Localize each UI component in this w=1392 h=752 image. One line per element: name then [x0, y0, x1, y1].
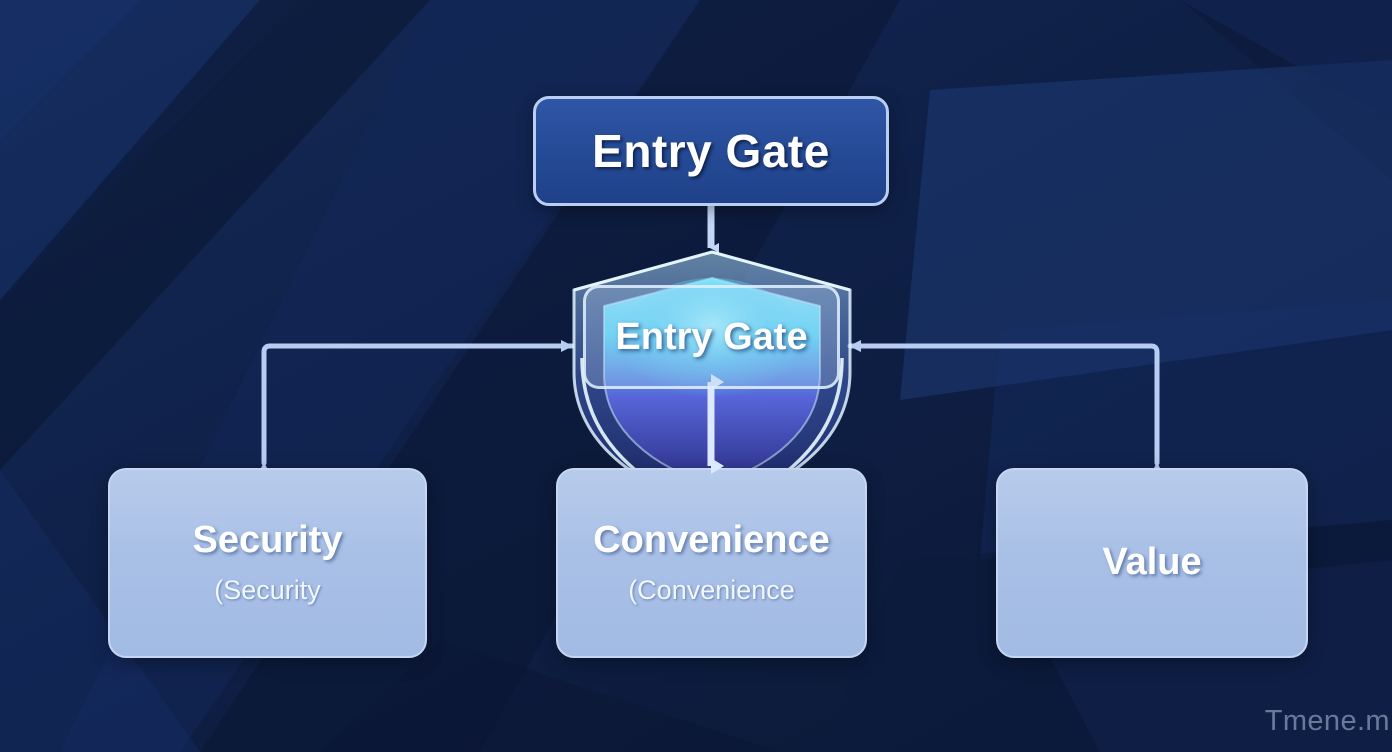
node-convenience[interactable]: Convenience (Convenience: [556, 468, 867, 658]
node-entry-gate-center[interactable]: Entry Gate: [583, 285, 840, 389]
node-title: Entry Gate: [615, 315, 808, 358]
watermark: Tmene.m: [1264, 705, 1390, 737]
node-title: Security: [192, 519, 343, 562]
node-title: Value: [1102, 541, 1202, 584]
node-title: Convenience: [593, 519, 830, 562]
node-subtitle: (Convenience: [628, 575, 795, 606]
node-entry-gate-top[interactable]: Entry Gate: [533, 96, 889, 206]
node-title: Entry Gate: [592, 125, 830, 177]
node-subtitle: (Security: [214, 575, 321, 606]
node-value[interactable]: Value: [996, 468, 1308, 658]
node-security[interactable]: Security (Security: [108, 468, 427, 658]
